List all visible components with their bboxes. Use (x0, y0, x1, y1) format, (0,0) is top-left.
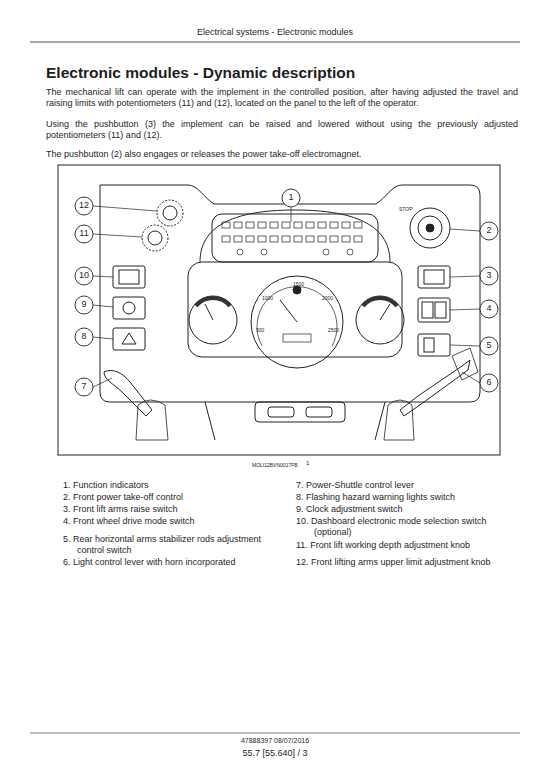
leader-lines (93, 206, 480, 387)
dial-marking: 500 (256, 327, 264, 333)
figure-code: MOLI12BVN0017FB (252, 462, 298, 468)
footer-rule (30, 733, 520, 734)
key-item: 2. Front power take-off control (63, 492, 285, 503)
callout-number: 1 (282, 192, 300, 203)
key-item: 8. Flashing hazard warning lights switch (296, 492, 521, 503)
callout-number: 5 (480, 340, 498, 351)
key-item: 4. Front wheel drive mode switch (63, 516, 285, 527)
dial-marking: STOP (399, 206, 413, 212)
key-item: 10. Dashboard electronic mode selection … (296, 516, 521, 539)
callout-number: 2 (480, 225, 498, 236)
dial-marking: 2000 (322, 295, 333, 301)
console-outline (100, 185, 480, 402)
callout-number: 8 (75, 331, 93, 342)
body-text: Using the pushbutton (3) the implement c… (46, 119, 518, 142)
knobs (142, 200, 450, 251)
figure-number: 1 (306, 460, 309, 468)
levers (104, 348, 478, 440)
key-item: 9. Clock adjustment switch (296, 504, 521, 515)
key-item: 7. Power-Shuttle control lever (296, 480, 521, 491)
key-item: 11. Front lift working depth adjustment … (296, 540, 521, 551)
callout-number: 9 (75, 299, 93, 310)
body-text: The mechanical lift can operate with the… (46, 87, 518, 110)
dial-marking: 2500 (328, 327, 339, 333)
figure-frame (58, 165, 500, 455)
callout-number: 7 (75, 381, 93, 392)
dial-marking: 1500 (293, 281, 304, 287)
lower-console (205, 402, 385, 440)
footer-text: 55.7 [55.640] / 3 (30, 748, 520, 759)
footer-text: 47888397 08/07/2016 (30, 737, 520, 746)
key-item: 6. Light control lever with horn incorpo… (63, 557, 285, 568)
callout-number: 6 (480, 377, 498, 388)
switches (113, 266, 450, 356)
key-item: 1. Function indicators (63, 480, 285, 491)
callout-number: 12 (75, 200, 93, 211)
gauges (189, 276, 404, 368)
dial-marking: 1000 (262, 295, 273, 301)
callout-number: 3 (480, 270, 498, 281)
indicator-lamps (222, 222, 362, 255)
callout-number: 10 (75, 270, 93, 281)
body-text: The pushbutton (2) also engages or relea… (46, 149, 518, 160)
key-item: 3. Front lift arms raise switch (63, 504, 285, 515)
callout-number: 11 (75, 228, 93, 239)
callout-circles (75, 189, 498, 396)
header-rule (30, 42, 520, 43)
key-item: 12. Front lifting arms upper limit adjus… (296, 557, 521, 568)
callout-number: 4 (480, 303, 498, 314)
page-title: Electronic modules - Dynamic description (46, 63, 526, 82)
key-item: 5. Rear horizontal arms stabilizer rods … (63, 534, 285, 557)
page-header: Electrical systems - Electronic modules (30, 27, 520, 38)
